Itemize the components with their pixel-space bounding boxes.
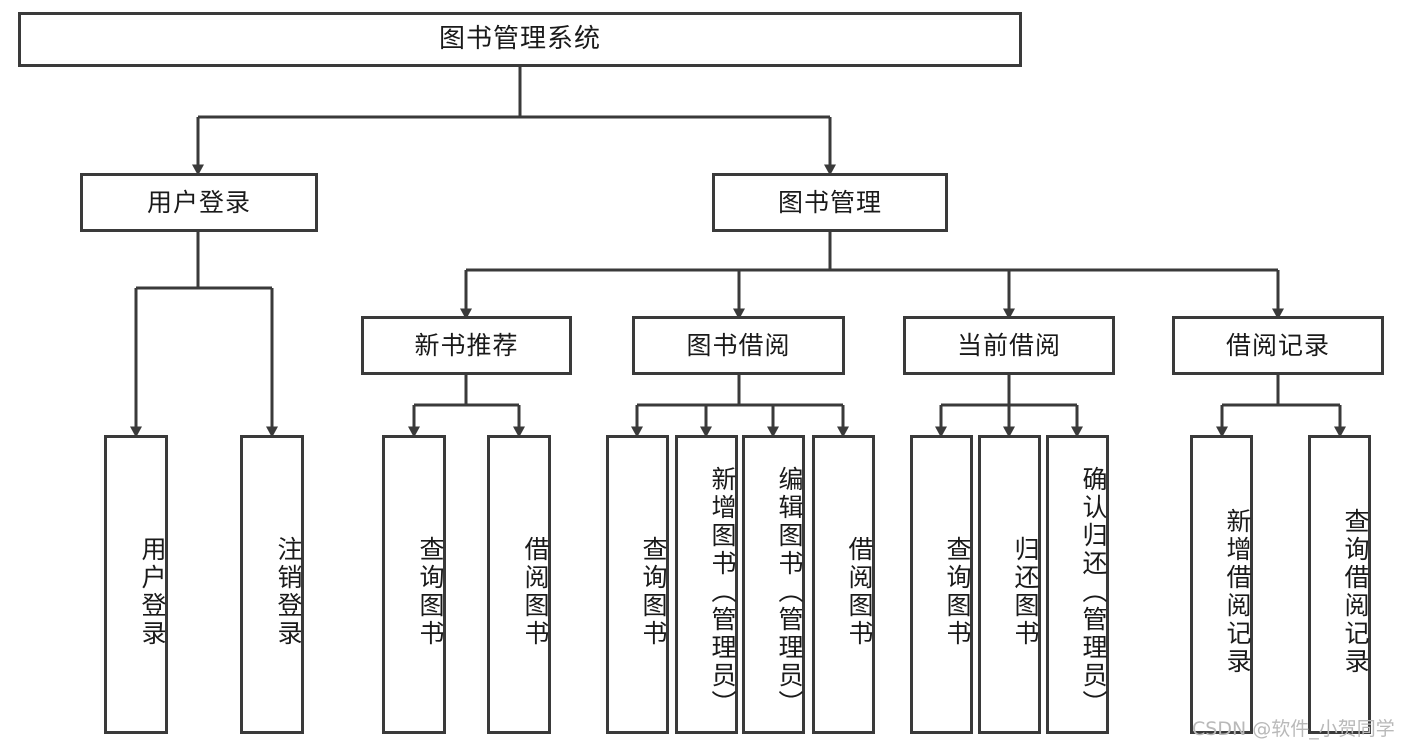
- leaf-new-book-query[interactable]: 查询图书: [382, 435, 446, 734]
- node-label: 借阅图书: [521, 535, 550, 648]
- node-label: 查询图书: [943, 535, 972, 648]
- node-new-book-recommend[interactable]: 新书推荐: [361, 316, 572, 375]
- leaf-current-confirm-return[interactable]: 确认归还（管理员）: [1046, 435, 1109, 734]
- node-borrow-records[interactable]: 借阅记录: [1172, 316, 1384, 375]
- node-label: 查询图书: [416, 535, 445, 648]
- node-label: 编辑图书（管理员）: [775, 465, 804, 718]
- leaf-records-query-record[interactable]: 查询借阅记录: [1308, 435, 1371, 734]
- node-root-system[interactable]: 图书管理系统: [18, 12, 1022, 67]
- leaf-records-add-record[interactable]: 新增借阅记录: [1190, 435, 1253, 734]
- node-label: 图书管理系统: [438, 24, 601, 55]
- csdn-watermark: CSDN @软件_小贺同学: [1192, 718, 1395, 740]
- node-label: 查询图书: [639, 535, 668, 648]
- leaf-new-book-borrow[interactable]: 借阅图书: [487, 435, 551, 734]
- node-label: 图书借阅: [686, 330, 791, 360]
- node-label: 新增借阅记录: [1223, 507, 1252, 676]
- node-label: 用户登录: [146, 187, 251, 217]
- node-label: 新书推荐: [414, 330, 519, 360]
- leaf-current-return-book[interactable]: 归还图书: [978, 435, 1041, 734]
- node-label: 借阅图书: [845, 535, 874, 648]
- node-label: 确认归还（管理员）: [1079, 465, 1108, 718]
- node-label: 图书管理: [777, 187, 882, 217]
- leaf-user-login-signout[interactable]: 注销登录: [240, 435, 304, 734]
- leaf-borrow-edit-book[interactable]: 编辑图书（管理员）: [742, 435, 805, 734]
- leaf-current-query-book[interactable]: 查询图书: [910, 435, 973, 734]
- leaf-borrow-query-book[interactable]: 查询图书: [606, 435, 669, 734]
- leaf-user-login-signin[interactable]: 用户登录: [104, 435, 168, 734]
- node-label: 归还图书: [1011, 535, 1040, 648]
- node-label: 注销登录: [274, 535, 303, 648]
- node-label: 当前借阅: [956, 330, 1061, 360]
- node-label: 查询借阅记录: [1341, 507, 1370, 676]
- node-book-management[interactable]: 图书管理: [712, 173, 948, 232]
- leaf-borrow-borrow-book[interactable]: 借阅图书: [812, 435, 875, 734]
- node-label: 新增图书（管理员）: [708, 465, 737, 718]
- leaf-borrow-add-book[interactable]: 新增图书（管理员）: [675, 435, 738, 734]
- node-current-borrow[interactable]: 当前借阅: [903, 316, 1115, 375]
- node-label: 用户登录: [138, 535, 167, 648]
- node-user-login[interactable]: 用户登录: [80, 173, 318, 232]
- node-label: 借阅记录: [1225, 330, 1330, 360]
- node-book-borrow[interactable]: 图书借阅: [632, 316, 845, 375]
